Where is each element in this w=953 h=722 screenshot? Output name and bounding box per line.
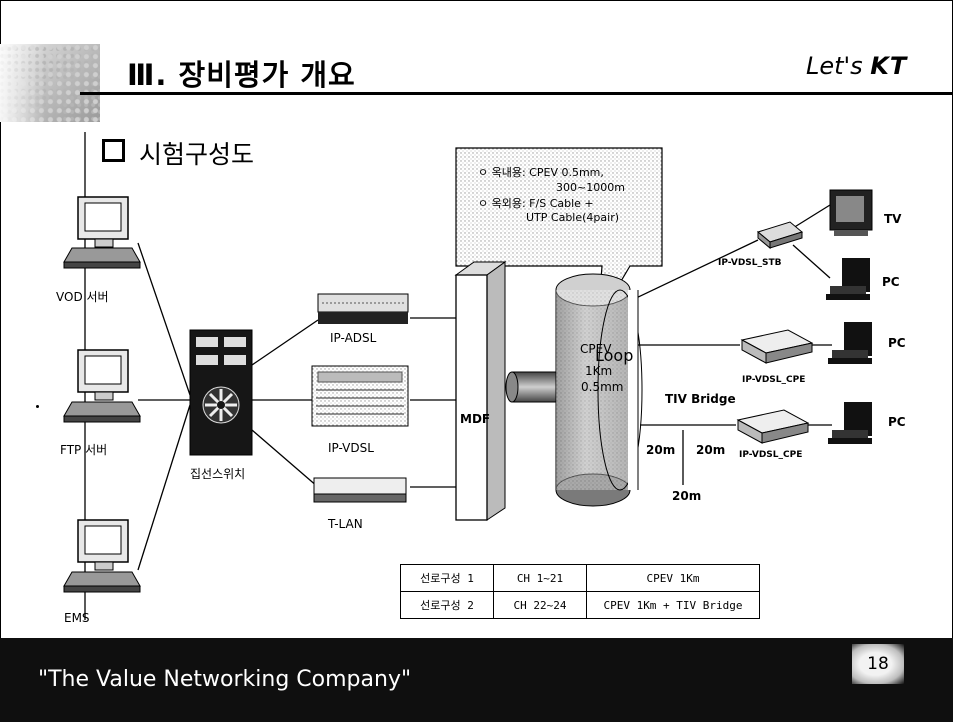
tiv-bridge-label: TIV Bridge [665,392,736,406]
mdf-icon [454,261,507,521]
bridge-dist-bottom: 20m [672,489,701,503]
tv-label: TV [884,212,902,226]
pc-3-icon [828,402,872,444]
brand-prefix: Let's [806,52,863,80]
ip-vdsl-icon [311,365,409,427]
set-top-box-icon [756,221,804,250]
cpe-2-label: IP-VDSL_CPE [739,450,802,460]
cable-loop-cylinder [555,273,643,507]
table-cell: CH 1~21 [493,564,587,592]
table-cell: 선로구성 1 [400,564,494,592]
cpe-1-icon [740,329,814,364]
callout-line-3: ㅇ 옥외용: F/S Cable + [478,197,594,210]
tv-icon [829,189,873,236]
section-heading-text: 시험구성도 [139,140,255,169]
ip-adsl-icon [317,293,409,324]
switch-label: 집선스위치 [190,467,245,481]
footer-slogan: "The Value Networking Company" [38,667,412,692]
callout-line-1: ㅇ 옥내용: CPEV 0.5mm, [478,166,604,179]
table-cell: CH 22~24 [493,591,587,619]
stray-dot [36,405,39,408]
ip-vdsl-label: IP-VDSL [328,441,374,455]
t-lan-icon [313,477,407,503]
section-heading: 시험구성도 [102,135,254,171]
square-bullet-icon [102,139,125,162]
corner-texture-fade [0,44,100,122]
table-cell: CPEV 1Km [586,564,760,592]
mdf-label: MDF [460,412,490,426]
loop-overlay-text: CPEV [580,342,612,356]
cpe-1-label: IP-VDSL_CPE [742,375,805,385]
ip-adsl-label: IP-ADSL [330,331,377,345]
callout-line-2: 300~1000m [556,181,625,194]
footer-bar [0,638,953,722]
aggregation-switch-icon [189,329,253,456]
pc-2-icon [828,322,872,364]
bridge-dist-right: 20m [696,443,725,457]
slide-title: Ⅲ. 장비평가 개요 [127,58,356,92]
loop-name: Loop [595,346,633,365]
title-rule [80,92,953,95]
stb-label: IP-VDSL_STB [718,258,782,268]
ftp-server-icon [63,349,141,423]
callout-line-4: UTP Cable(4pair) [526,211,619,224]
vod-server-label: VOD 서버 [56,290,109,304]
ems-label: EMS [64,611,90,625]
line-config-table: 선로구성 1 CH 1~21 CPEV 1Km 선로구성 2 CH 22~24 … [400,564,760,619]
table-cell: 선로구성 2 [400,591,494,619]
ftp-server-label: FTP 서버 [60,443,107,457]
cable-pipe [505,371,561,403]
t-lan-label: T-LAN [327,517,363,531]
pc-1-label: PC [882,275,900,289]
brand-logo: Let's KT [806,52,907,80]
ems-server-icon [63,519,141,593]
vod-server-icon [63,196,141,269]
pc-2-label: PC [888,336,906,350]
pc-3-label: PC [888,415,906,429]
page-number: 18 [852,644,904,684]
loop-length: 1Km [585,364,612,378]
brand-mark: KT [870,52,908,80]
loop-gauge: 0.5mm [581,380,623,394]
table-cell: CPEV 1Km + TIV Bridge [586,591,760,619]
bridge-dist-left: 20m [646,443,675,457]
table-row: 선로구성 1 CH 1~21 CPEV 1Km [400,564,760,592]
pc-1-icon [826,258,870,300]
cpe-2-icon [736,409,810,444]
table-row: 선로구성 2 CH 22~24 CPEV 1Km + TIV Bridge [400,591,760,619]
